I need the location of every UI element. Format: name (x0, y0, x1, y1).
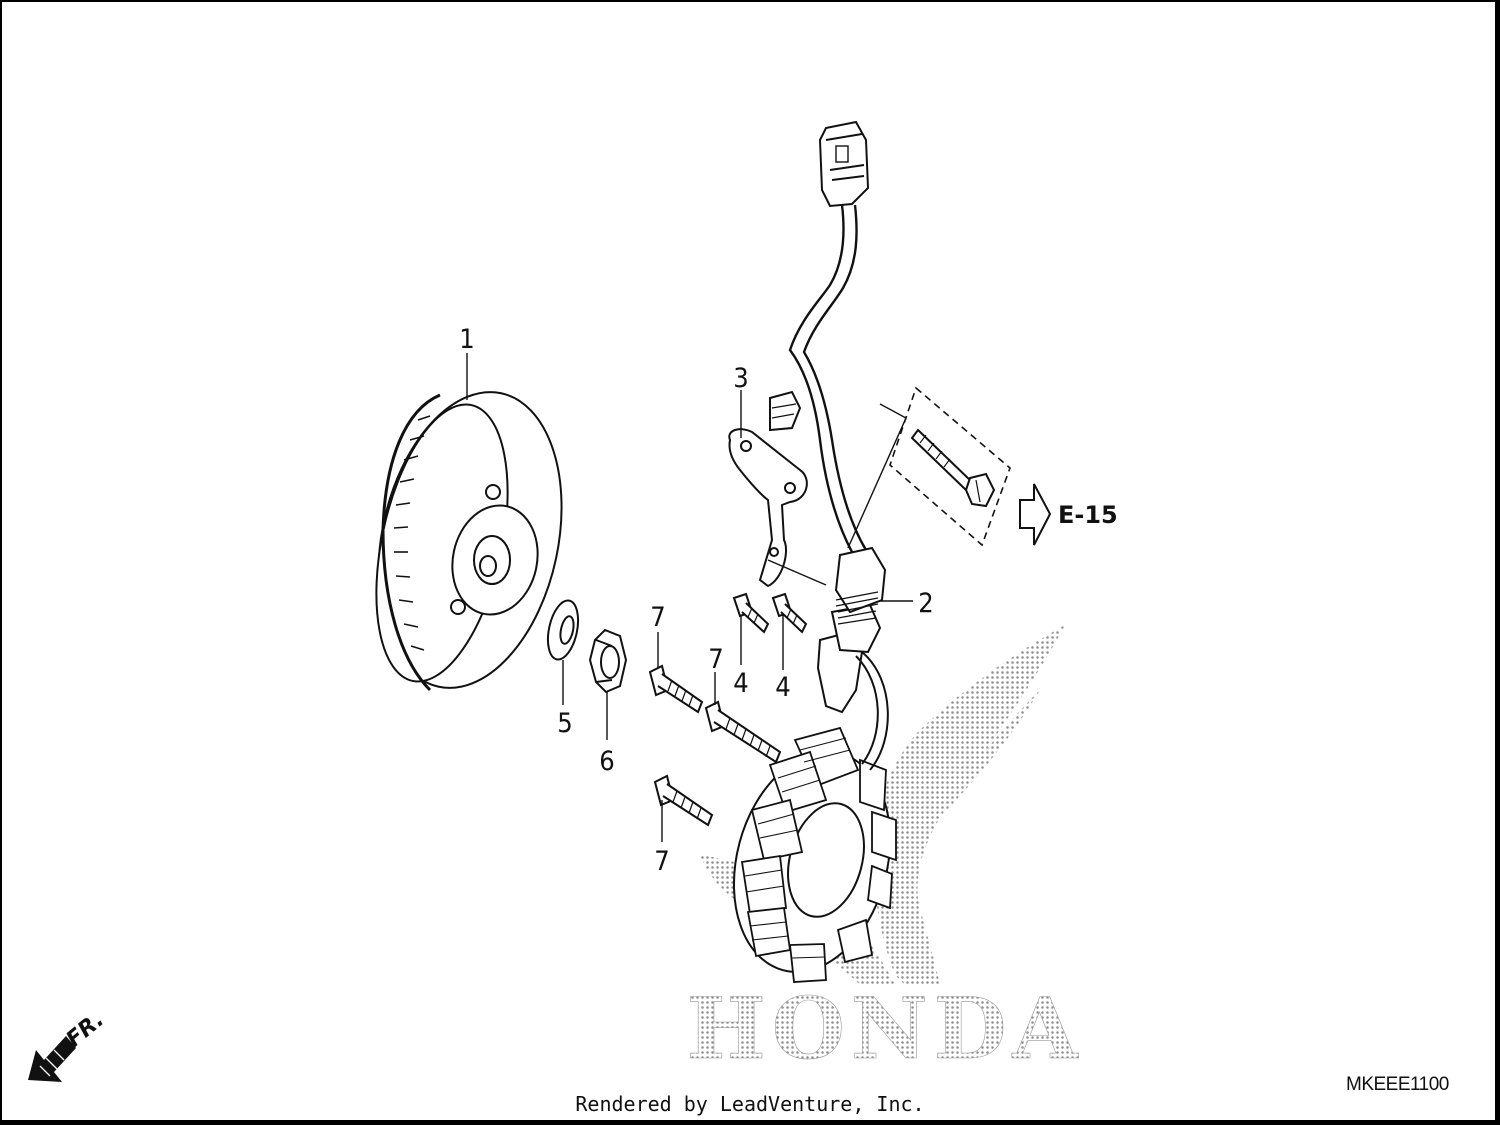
credit-line: Rendered by LeadVenture, Inc. (0, 1092, 1500, 1116)
callout-7-upper[interactable]: 7 (650, 602, 665, 633)
callout-leaders (466, 353, 913, 842)
callout-1[interactable]: 1 (459, 324, 474, 355)
reference-bolt (910, 428, 996, 508)
washer-part (546, 599, 580, 661)
flange-nut-part (588, 628, 628, 694)
hollow-arrow-right-icon (1019, 483, 1052, 546)
diagram-code: MKEEE1100 (1346, 1074, 1449, 1095)
wire-connector (818, 120, 870, 208)
reference-group: E-15 (767, 386, 1118, 586)
reference-dashed-box (889, 386, 1011, 547)
honda-logo-label: HONDA (686, 979, 1083, 1078)
bolt-upper (648, 664, 704, 714)
callout-numbers: 1 2 3 4 4 5 6 7 7 7 (459, 324, 933, 877)
callout-4-left[interactable]: 4 (733, 668, 748, 699)
callout-2[interactable]: 2 (918, 588, 933, 619)
arrow-down-left-icon (28, 1036, 76, 1082)
bolt-middle (704, 700, 782, 764)
setting-plate-part (728, 390, 808, 588)
callout-4-right[interactable]: 4 (775, 672, 790, 703)
credit-text: Rendered by LeadVenture, Inc. (575, 1092, 925, 1116)
honda-logo-text: HONDA (686, 979, 1083, 1079)
small-screws (732, 592, 808, 634)
screw-left (732, 592, 770, 634)
callout-6[interactable]: 6 (599, 746, 614, 777)
reference-code-label[interactable]: E-15 (1058, 501, 1118, 529)
callout-3[interactable]: 3 (733, 363, 748, 394)
stator-part (732, 204, 897, 983)
front-direction-indicator: FR. (28, 1007, 109, 1082)
callout-7-middle[interactable]: 7 (708, 644, 723, 675)
callout-7-lower[interactable]: 7 (654, 846, 669, 877)
bolt-lower (653, 774, 714, 827)
callout-5[interactable]: 5 (557, 708, 572, 739)
screw-right (771, 592, 808, 634)
flywheel-part (375, 391, 563, 692)
stator-bolts (648, 664, 782, 827)
